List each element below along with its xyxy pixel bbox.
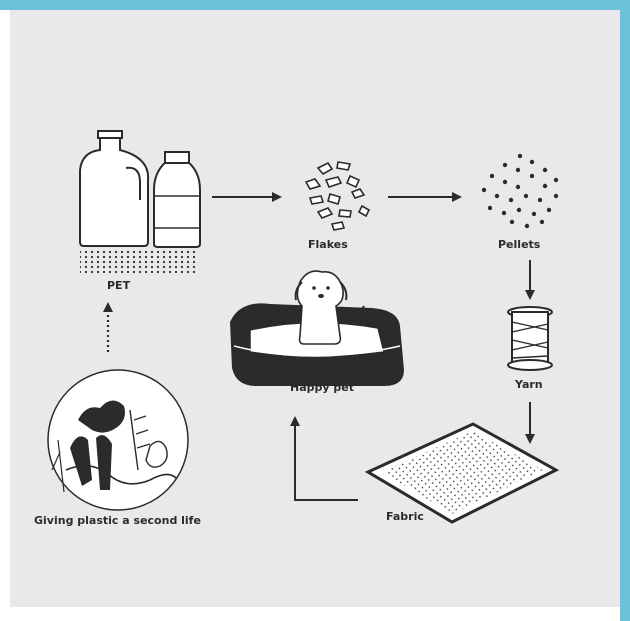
label-happy-pet: Happy pet xyxy=(290,381,354,394)
edge-fabric-to-happy-pet xyxy=(295,418,358,500)
label-pellets: Pellets xyxy=(498,238,540,251)
label-flakes: Flakes xyxy=(308,238,348,251)
pet-bottles-icon xyxy=(80,131,200,274)
yarn-spool-icon xyxy=(508,307,552,370)
second-life-scene-icon xyxy=(48,370,188,510)
label-pet: PET xyxy=(107,279,130,292)
label-second-life: Giving plastic a second life xyxy=(34,514,201,527)
label-fabric: Fabric xyxy=(386,510,424,523)
label-yarn: Yarn xyxy=(515,378,543,391)
pellets-icon xyxy=(482,154,558,228)
fabric-icon xyxy=(368,424,556,522)
flakes-icon xyxy=(306,162,369,230)
